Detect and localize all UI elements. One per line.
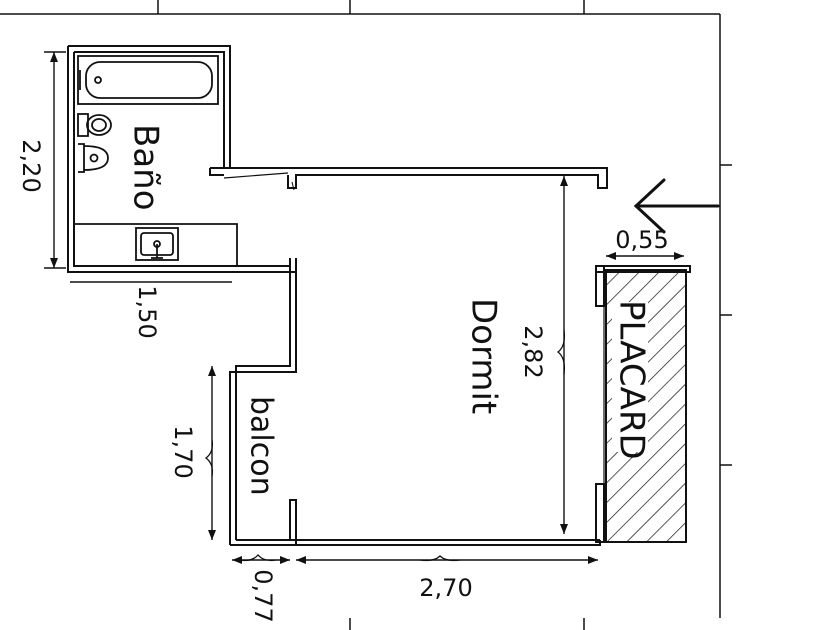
sink-icon bbox=[135, 227, 179, 261]
bedroom-height-label: 2,82 bbox=[519, 325, 547, 378]
bath-height-label: 2,20 bbox=[17, 139, 45, 192]
closet-label: PLACARD bbox=[612, 300, 652, 460]
bedroom-label: Dormit bbox=[464, 298, 504, 414]
sheet-frame bbox=[0, 0, 732, 630]
bathroom-fixtures bbox=[74, 55, 238, 266]
bath-label: Baño bbox=[126, 124, 166, 211]
bathtub-icon bbox=[77, 55, 219, 105]
dimension-braces bbox=[204, 329, 566, 562]
balcony-width-label: 0,77 bbox=[249, 569, 277, 622]
vanity-counter bbox=[74, 223, 238, 266]
bedroom-width-label: 2,70 bbox=[419, 574, 472, 602]
toilet-icon bbox=[77, 113, 112, 137]
closet-width-label: 0,55 bbox=[615, 226, 668, 254]
balcony-height-label: 1,70 bbox=[169, 425, 197, 478]
bath-width-label: 1,50 bbox=[133, 285, 161, 338]
balcony-label: balcon bbox=[244, 396, 279, 496]
closet bbox=[595, 265, 691, 543]
arrow-left-icon bbox=[633, 178, 720, 234]
washbasin-icon bbox=[78, 143, 109, 173]
dimension-lines bbox=[44, 51, 684, 564]
